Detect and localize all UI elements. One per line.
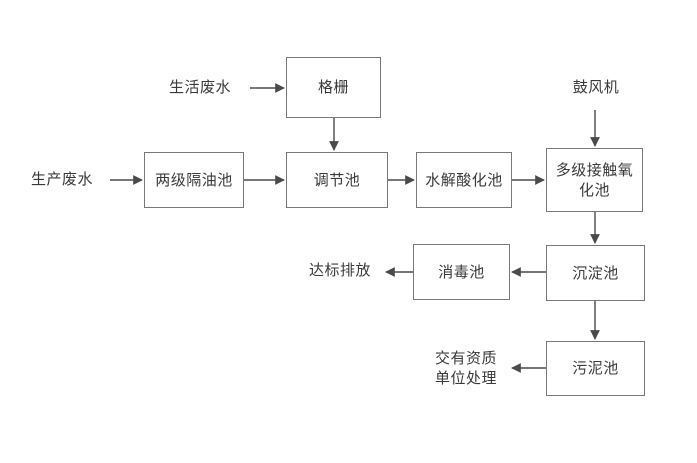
- node-sedimentation-tank-label: 沉淀池: [572, 263, 619, 282]
- node-two-stage-oil-separation-tank[interactable]: 两级隔油池: [144, 152, 244, 208]
- node-two-stage-oil-separation-tank-label: 两级隔油池: [155, 170, 233, 189]
- label-production-wastewater: 生产废水: [30, 170, 93, 188]
- label-compliant-discharge: 达标排放: [308, 261, 371, 279]
- node-regulating-tank[interactable]: 调节池: [286, 152, 388, 208]
- node-multistage-contact-oxidation-tank-label: 多级接触氧 化池: [555, 160, 634, 199]
- node-grille[interactable]: 格栅: [286, 57, 381, 118]
- node-disinfection-tank-label: 消毒池: [438, 262, 485, 281]
- node-sludge-tank-label: 污泥池: [572, 359, 619, 378]
- node-grille-label: 格栅: [317, 78, 349, 97]
- node-multistage-contact-oxidation-tank[interactable]: 多级接触氧 化池: [546, 148, 643, 212]
- node-hydrolysis-acidification-tank[interactable]: 水解酸化池: [416, 152, 512, 208]
- node-hydrolysis-acidification-tank-label: 水解酸化池: [425, 170, 503, 189]
- node-sludge-tank[interactable]: 污泥池: [546, 341, 645, 396]
- node-regulating-tank-label: 调节池: [313, 170, 361, 189]
- node-disinfection-tank[interactable]: 消毒池: [413, 244, 510, 300]
- label-domestic-wastewater: 生活废水: [168, 78, 231, 96]
- label-qualified-unit-disposal: 交有资质 单位处理: [434, 349, 497, 388]
- node-sedimentation-tank[interactable]: 沉淀池: [546, 245, 645, 301]
- label-blower: 鼓风机: [572, 78, 620, 96]
